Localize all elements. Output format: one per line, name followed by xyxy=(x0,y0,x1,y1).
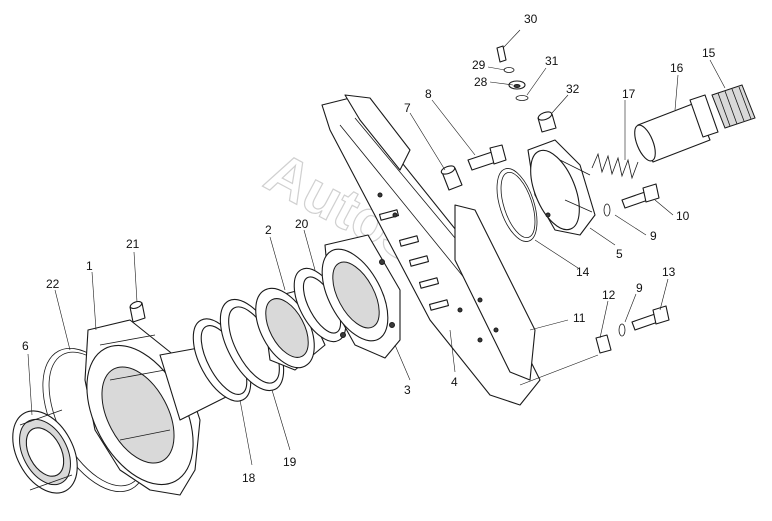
plate-studs xyxy=(378,209,450,311)
callout-labels: 1 2 3 4 5 6 7 8 9 9 10 11 12 13 14 15 16… xyxy=(22,12,716,485)
callout-9-lower: 9 xyxy=(636,281,643,295)
callout-2: 2 xyxy=(265,223,272,237)
leader-lines xyxy=(27,29,726,466)
callout-19: 19 xyxy=(283,455,297,469)
part-15-needle-bearing xyxy=(711,84,756,129)
callout-29: 29 xyxy=(472,58,486,72)
part-6-bearing xyxy=(12,409,78,494)
part-4-mounting-plate xyxy=(321,94,541,406)
callout-12: 12 xyxy=(602,288,616,302)
callout-15: 15 xyxy=(702,46,716,60)
callout-8: 8 xyxy=(425,87,432,101)
part-8-bolt xyxy=(467,144,507,171)
callout-17: 17 xyxy=(622,87,636,101)
part-16-piston xyxy=(634,94,719,163)
callout-3: 3 xyxy=(404,383,411,397)
callout-9-upper: 9 xyxy=(650,229,657,243)
part-9-o-ring-lower xyxy=(618,323,626,337)
callout-31: 31 xyxy=(545,54,559,68)
part-13-bolt xyxy=(631,305,670,331)
part-12-bushing xyxy=(595,334,612,354)
callout-7: 7 xyxy=(404,101,411,115)
part-30-screw xyxy=(496,45,507,63)
callout-4: 4 xyxy=(451,375,458,389)
part-9-o-ring-upper xyxy=(603,203,611,217)
part-14-o-ring xyxy=(496,168,538,242)
part-29-washer xyxy=(503,67,515,73)
callout-6: 6 xyxy=(22,339,29,353)
callout-10: 10 xyxy=(676,209,690,223)
part-32-plug xyxy=(537,111,557,133)
callout-11: 11 xyxy=(573,311,586,325)
part-3-flange xyxy=(321,234,401,359)
part-17-spring xyxy=(591,152,639,180)
part-31-washer xyxy=(515,95,529,101)
part-5-housing xyxy=(527,139,596,236)
callout-20: 20 xyxy=(295,217,309,231)
callout-18: 18 xyxy=(242,471,256,485)
part-11-plate xyxy=(454,204,536,381)
part-21-plug xyxy=(129,300,146,323)
part-10-bolt xyxy=(621,183,660,209)
part-7-bushing xyxy=(440,165,463,191)
part-1-flanged-housing xyxy=(84,319,240,496)
callout-14: 14 xyxy=(576,265,590,279)
callout-32: 32 xyxy=(566,82,580,96)
callout-1: 1 xyxy=(86,259,93,273)
callout-21: 21 xyxy=(126,237,140,251)
callout-5: 5 xyxy=(616,247,623,261)
part-28-disc xyxy=(508,80,526,90)
callout-22: 22 xyxy=(46,277,60,291)
callout-28: 28 xyxy=(474,75,488,89)
callout-30: 30 xyxy=(524,12,538,26)
callout-13: 13 xyxy=(662,265,676,279)
callout-16: 16 xyxy=(670,61,684,75)
